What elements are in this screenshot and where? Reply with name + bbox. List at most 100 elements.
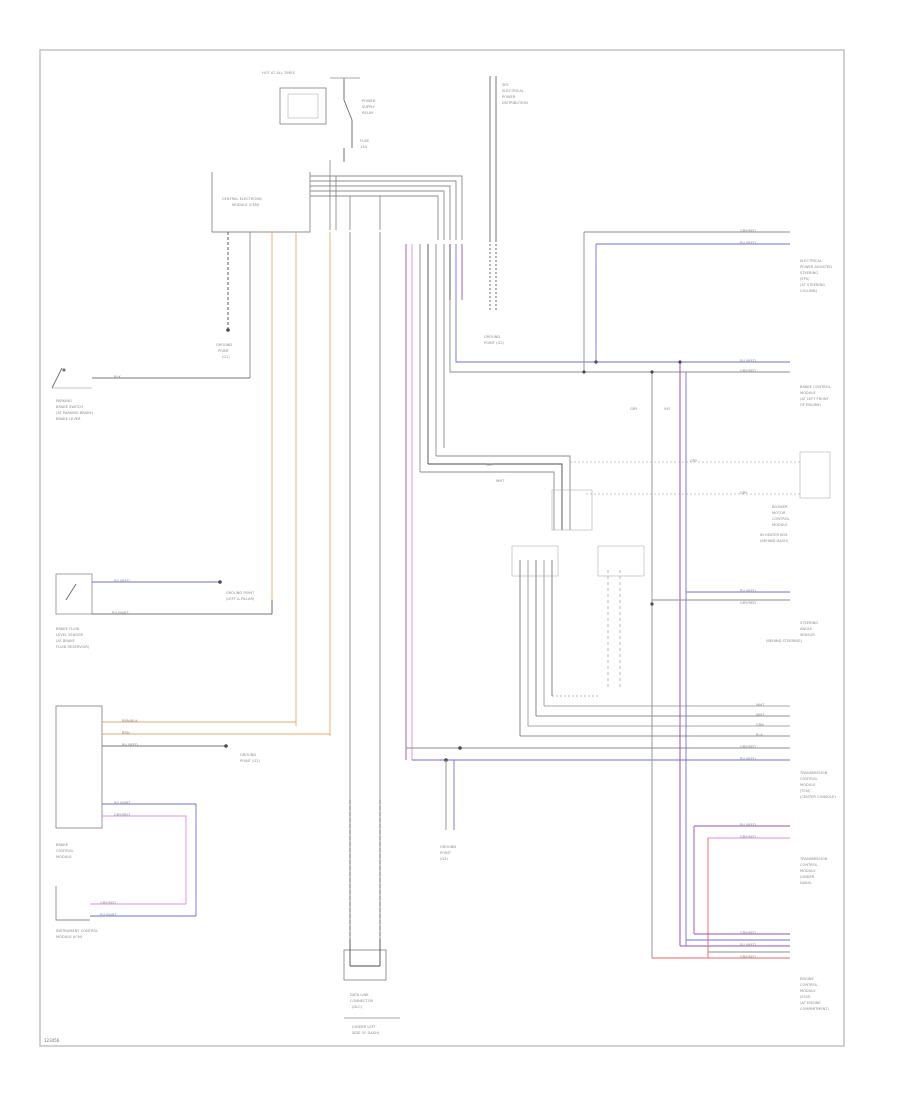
brake-fluid-label-1: LEVEL SENSOR: [56, 633, 83, 637]
wire-label-blu-wht-2: BLU/WHT: [114, 801, 131, 805]
brake-control-label-2: MODULE: [56, 855, 72, 859]
right-1-label-2: STEERING: [800, 271, 818, 275]
right-2-label-3: OF ENGINE): [800, 403, 822, 407]
right-4-label-2: SENSOR: [800, 633, 815, 637]
parking-brake-label-0: PARKING: [56, 399, 72, 403]
instrument-cluster: GROUND POINT (G2) BRN/BLK BRN BLU/RED BL…: [55, 705, 330, 916]
wire-label-blu-red-6: BLU/RED: [740, 589, 756, 593]
center-ground-label-0: GROUND: [440, 845, 456, 849]
ground-splice-label-1: (LEFT A-PILLAR): [226, 597, 255, 601]
parking-brake-label-2: (AT PARKING BRAKE): [56, 411, 94, 415]
wire-label-blu-red-2: BLU/RED: [122, 743, 138, 747]
top-relay-label-0: POWER: [362, 99, 376, 103]
right-2-label-1: MODULE: [800, 391, 816, 395]
ground-1-label-2: (G1): [222, 355, 230, 359]
wire-label-gry-red-3: GRY/RED: [740, 745, 756, 749]
dlc-caption-1: SIDE OF DASH): [352, 1031, 380, 1035]
wire-label-brn: BRN: [122, 731, 130, 735]
right-2-label-2: (AT LEFT FRONT: [800, 397, 830, 401]
wire-label-gry-red-5: GRY/RED: [740, 369, 756, 373]
wire-label-gry-red-1: GRY/RED: [114, 813, 130, 817]
wire-label-blu-red-7: BLU/RED: [740, 823, 756, 827]
right-6-label-3: (UNDER: [800, 875, 815, 879]
dlc-label-0: DATA LINK: [350, 993, 369, 997]
wire-label-blu-red-8: BLU/RED: [740, 943, 756, 947]
center-ground-label-1: POINT: [440, 851, 452, 855]
wire-label-gry-red-7: GRY/RED: [740, 835, 756, 839]
wire-label-blk-1: BLK: [114, 375, 121, 379]
right-7-label-5: COMPARTMENT): [800, 1007, 830, 1011]
right-5-label-3: (TCM): [800, 789, 811, 793]
right-1-label-3: (EPS): [800, 277, 810, 281]
right-1-label-1: POWER ASSISTED: [800, 265, 832, 269]
ground-2-label-1: POINT (G2): [484, 341, 505, 345]
right-7-label-4: (AT ENGINE: [800, 1001, 821, 1005]
wire-label-blu-wht: BLU/WHT: [112, 611, 129, 615]
top-right-note-2: POWER: [502, 95, 516, 99]
right-7-label-1: CONTROL: [800, 983, 818, 987]
wire-label-blu-red: BLU/RED: [114, 579, 130, 583]
right-3-label-1: MOTOR: [772, 511, 786, 515]
wire-label-grn-1: GRN: [756, 723, 764, 727]
wire-label-blu-red-3: BLU/RED: [740, 757, 756, 761]
right-7-label-0: ENGINE: [800, 977, 814, 981]
wire-label-blk-2: BLK: [756, 733, 763, 737]
wire-label-gry-red-9: GRY/RED: [740, 955, 756, 959]
right-3b-label-1: (BEHIND DASH): [760, 539, 789, 543]
right-3-label-0: BLOWER: [772, 505, 788, 509]
right-3b-label-0: IN HEATER BOX: [760, 533, 788, 537]
right-5-label-1: CONTROL: [800, 777, 818, 781]
right-5-label-4: (CENTER CONSOLE): [800, 795, 836, 799]
brake-control-label-0: BRAKE: [56, 843, 69, 847]
right-1-label-0: ELECTRICAL: [800, 259, 822, 263]
top-fuse-label-1: 15A: [360, 145, 368, 149]
center-harness: GRY WHT: [405, 244, 790, 760]
center-ground-label-2: (G3): [440, 857, 448, 861]
icm-label-1: MODULE (ICM): [56, 935, 83, 939]
brake-fluid-label-2: (AT BRAKE: [56, 639, 76, 643]
parking-brake-label-3: BRAKE LEVER: [56, 417, 81, 421]
diagram-frame: [39, 49, 845, 1047]
brake-fluid-label-3: FLUID RESERVOIR): [56, 645, 90, 649]
parking-brake-switch: BLK PARKING BRAKE SWITCH (AT PARKING BRA…: [51, 367, 250, 421]
wire-label-gry-red-2: GRY/RED: [100, 901, 116, 905]
right-1-label-5: COLUMN): [800, 289, 818, 293]
wire-label-gry-3: GRY: [690, 459, 698, 463]
right-5-label-0: TRANSMISSION: [799, 771, 828, 775]
wire-label-wht-3: WHT: [756, 713, 765, 717]
right-6-label-4: DASH): [800, 881, 812, 885]
center-junction: WHT WHT GRN BLK: [511, 489, 790, 737]
right-2-label-0: BRAKE CONTROL: [800, 385, 831, 389]
right-6-label-0: TRANSMISSION: [799, 857, 828, 861]
right-4-label-1: ANGLE: [800, 627, 813, 631]
cem-label-1: MODULE (CEM): [232, 203, 260, 207]
wire-label-gry-red-4: GRY/RED: [740, 229, 756, 233]
right-6-label-1: CONTROL: [800, 863, 818, 867]
top-right-note-1: ELECTRICAL: [502, 89, 524, 93]
brake-control-label-1: CONTROL: [56, 849, 74, 853]
wire-label-blu-wht-3: BLU/WHT: [100, 913, 117, 917]
ground-1-label-1: POINT: [218, 349, 230, 353]
right-3-label-2: CONTROL: [772, 517, 790, 521]
dlc-label-1: CONNECTOR: [350, 999, 374, 1003]
top-switch-label-0: HOT AT ALL TIMES: [262, 71, 296, 75]
top-relay-label-2: RELAY: [362, 111, 374, 115]
right-4-label-3: (BEHIND STEERING): [766, 639, 803, 643]
wire-label-wht-1: WHT: [496, 479, 505, 483]
right-7-label-2: MODULE: [800, 989, 816, 993]
instrument-control-module: GRY/RED BLU/WHT INSTRUMENT CONTROL MODUL…: [55, 886, 196, 939]
data-link-connector: DATA LINK CONNECTOR (DLC) (UNDER LEFT SI…: [343, 800, 400, 1035]
brake-fluid-switch: BLU/RED BLU/WHT GROUND POINT (LEFT A-PIL…: [55, 573, 273, 649]
diagram-id: 123456: [44, 1038, 60, 1043]
right-1-label-4: (AT STEERING: [800, 283, 825, 287]
icm-label-0: INSTRUMENT CONTROL: [56, 929, 98, 933]
right-3-label-3: MODULE: [772, 523, 788, 527]
wire-label-blu-red-4: BLU/RED: [740, 241, 756, 245]
right-4-label-0: STEERING: [800, 621, 818, 625]
wire-label-gry-2: GRY: [630, 407, 638, 411]
wire-label-vio-1: VIO: [664, 407, 671, 411]
parking-brake-label-1: BRAKE SWITCH: [56, 405, 83, 409]
wire-label-blu-red-5: BLU/RED: [740, 359, 756, 363]
wire-label-wht-2: WHT: [756, 703, 765, 707]
